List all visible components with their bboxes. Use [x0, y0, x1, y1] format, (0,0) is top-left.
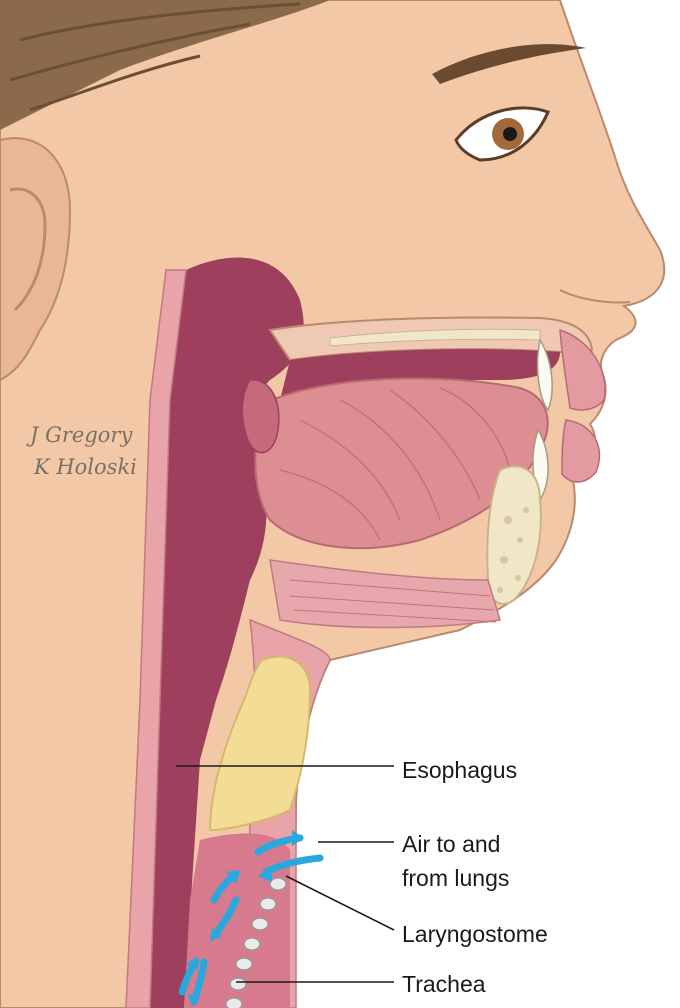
lower-lip: [562, 420, 599, 482]
arrowhead-out: [292, 830, 304, 846]
signature-line-1: J Gregory: [26, 423, 133, 447]
signature-line-2: K Holoski: [33, 455, 137, 479]
label-air-line-2: from lungs: [402, 865, 509, 891]
label-trachea: Trachea: [402, 971, 486, 997]
label-esophagus: Esophagus: [402, 757, 517, 783]
label-laryngostome: Laryngostome: [402, 921, 548, 947]
label-air-line-1: Air to and: [402, 831, 500, 857]
leader-laryngostome: [286, 876, 394, 930]
pupil: [503, 127, 517, 141]
